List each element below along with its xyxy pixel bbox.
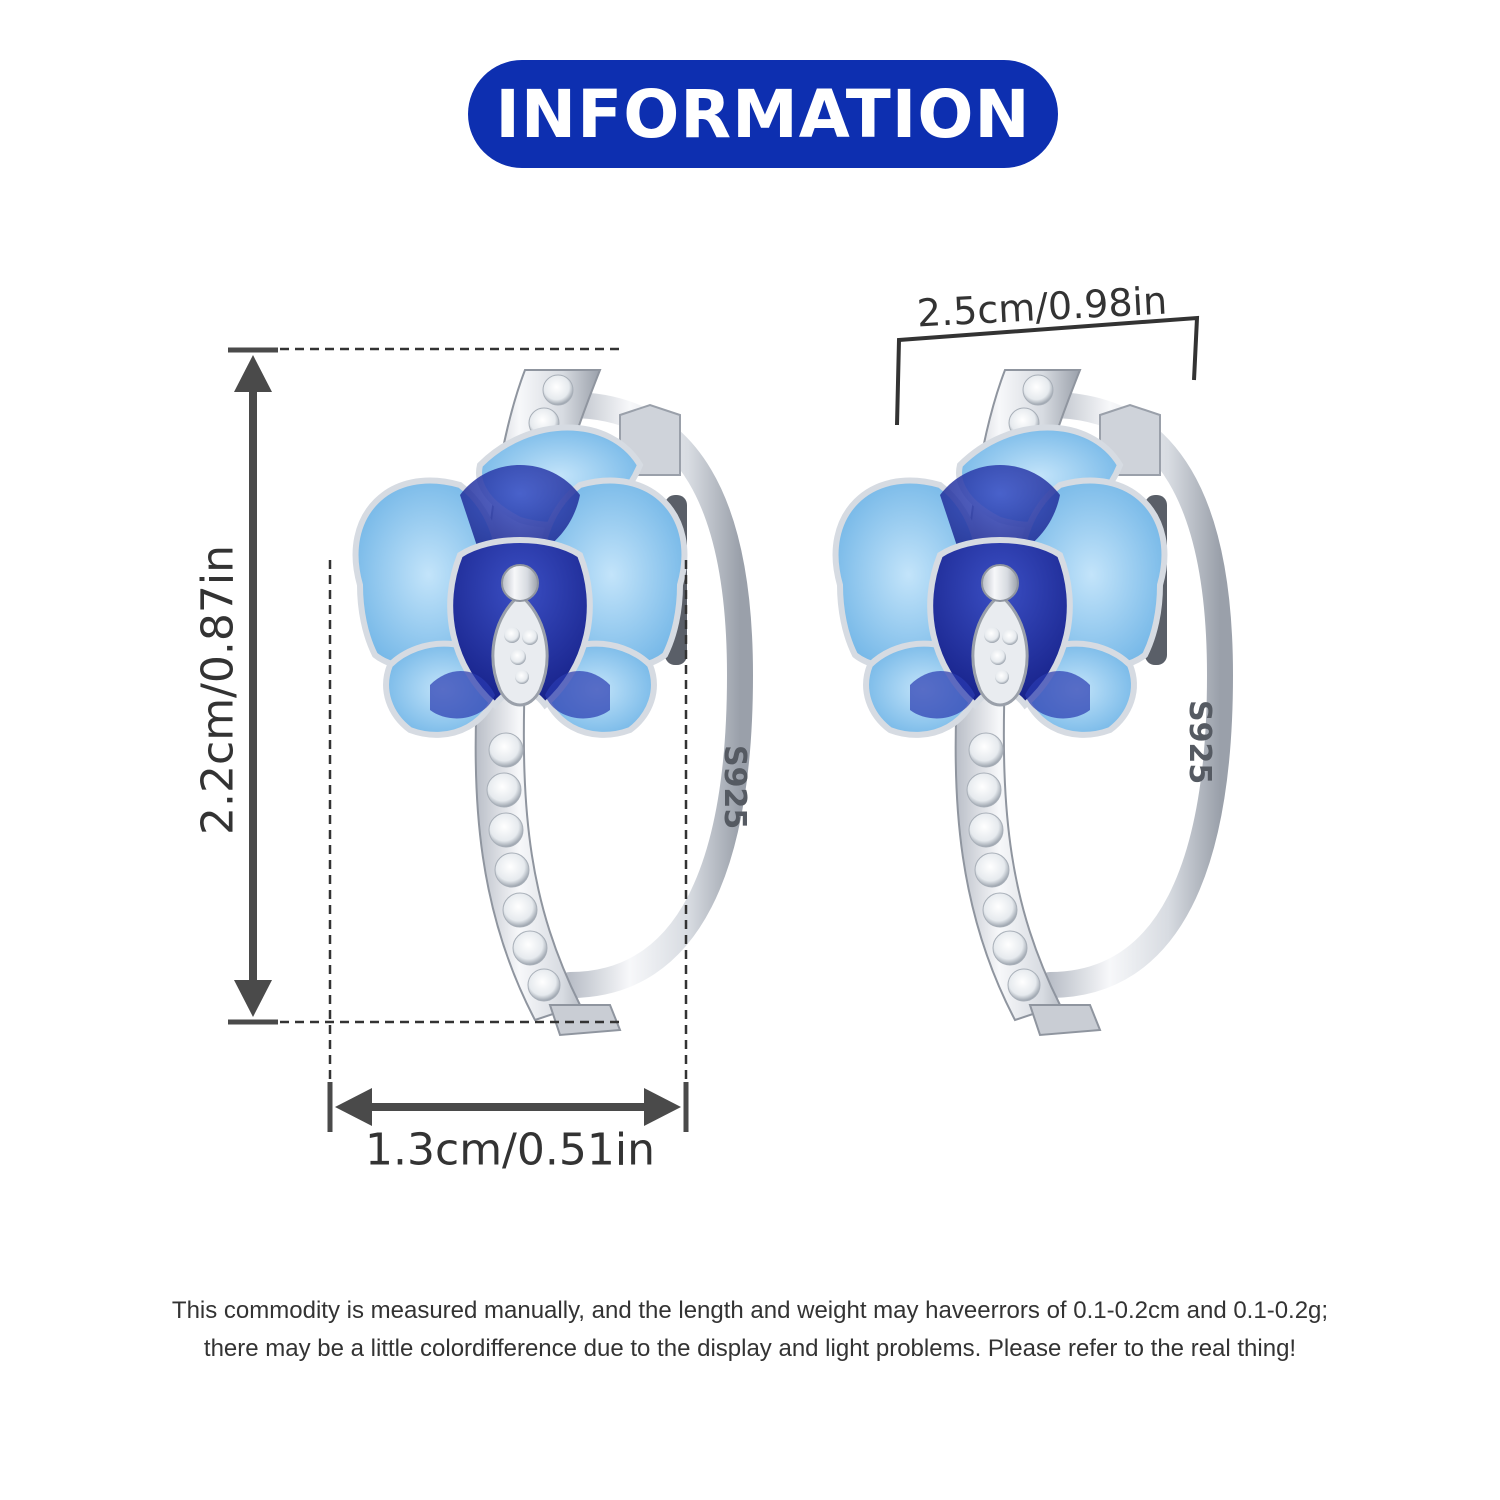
disclaimer-line-2: there may be a little colordifference du…: [203, 1335, 1297, 1362]
banner-title: INFORMATION: [495, 75, 1031, 153]
diameter-dimension: [895, 315, 1200, 426]
disclaimer-line-1: This commodity is measured manually, and…: [171, 1297, 1329, 1324]
height-label: 2.2cm/0.87in: [192, 545, 244, 835]
earring-right: [836, 370, 1220, 1035]
earring-left: [356, 370, 740, 1035]
width-label: 1.3cm/0.51in: [365, 1124, 655, 1176]
measurement-disclaimer: This commodity is measured manually, and…: [0, 1292, 1500, 1368]
metal-stamp-left: S925: [717, 745, 752, 829]
metal-stamp-right: S925: [1182, 700, 1217, 784]
information-banner: INFORMATION: [468, 60, 1058, 168]
width-dimension: [327, 560, 689, 1132]
height-dimension: [228, 347, 620, 1025]
